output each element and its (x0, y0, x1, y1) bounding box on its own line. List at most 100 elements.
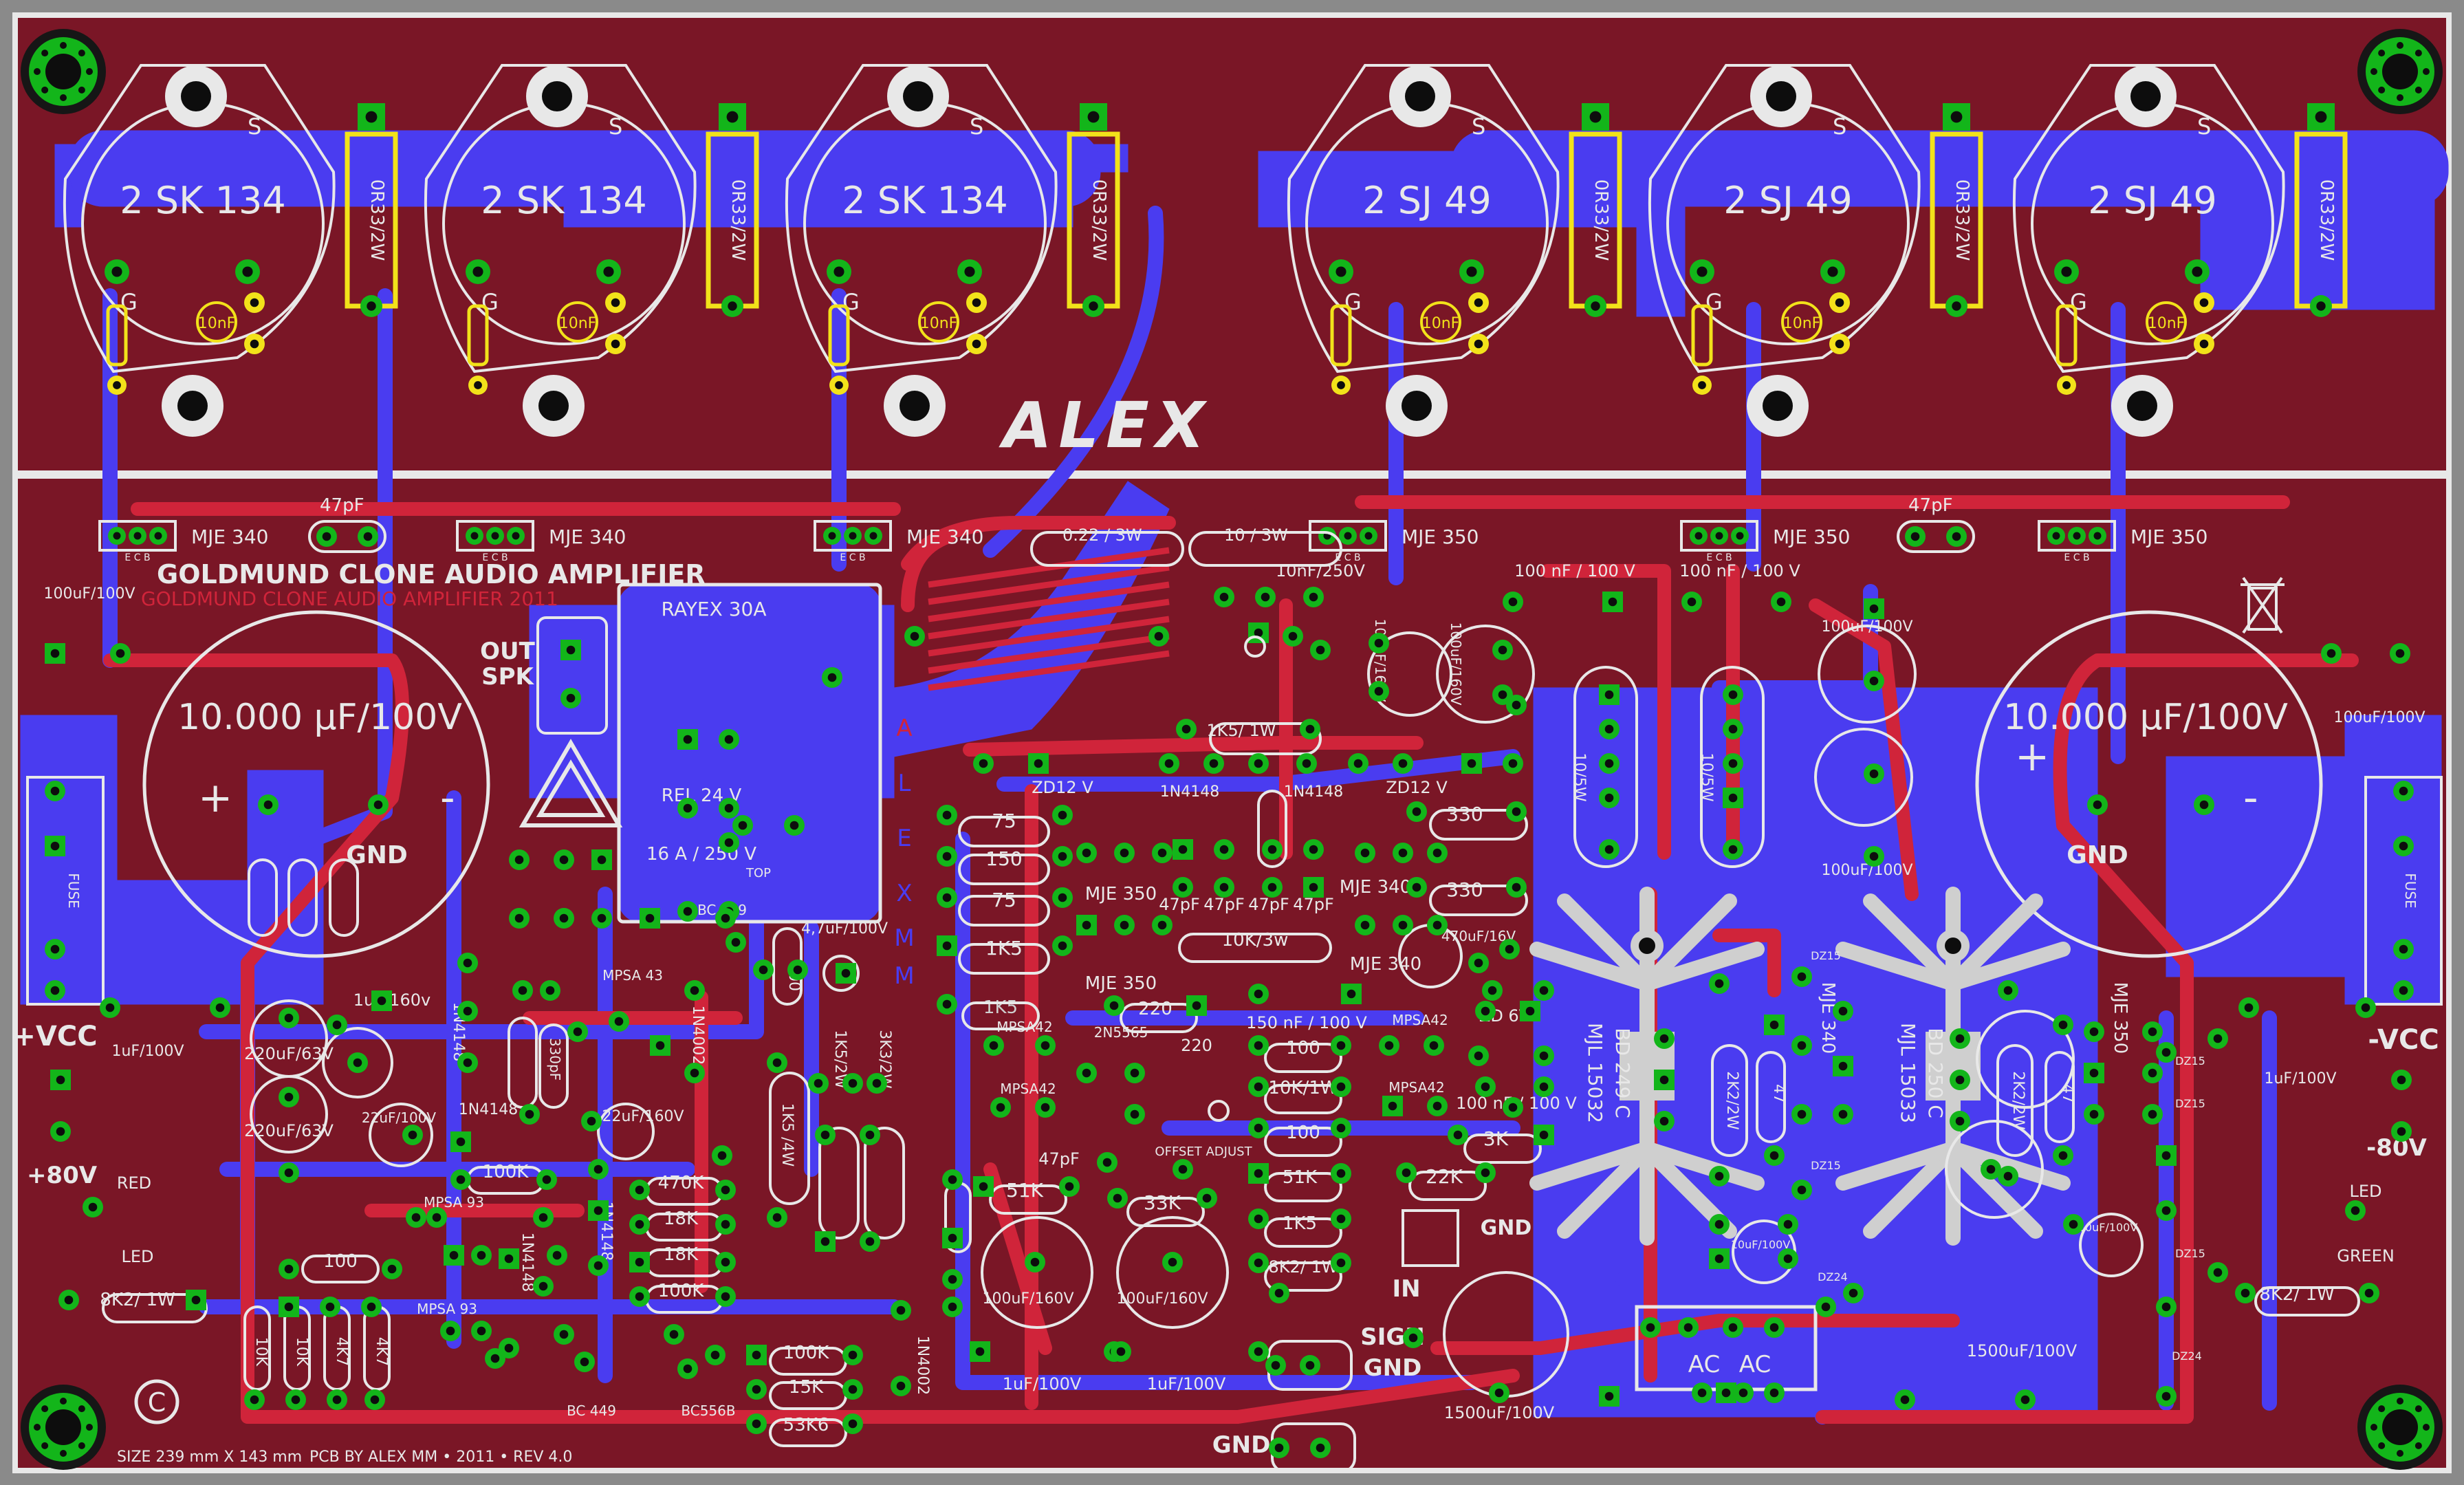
gate-pad (1329, 259, 1353, 284)
pad-319 (1214, 587, 1234, 607)
pad-110 (1379, 1035, 1399, 1056)
capacitor-outline (1367, 631, 1452, 717)
output-coil (928, 547, 1170, 691)
pad-263 (1534, 980, 1554, 1001)
source-resistor-pad-bottom (1082, 295, 1104, 317)
pad-32 (210, 997, 230, 1018)
mje340-low: MJE 340 (1350, 954, 1421, 975)
pad-61 (1348, 753, 1369, 774)
pad-113 (1427, 1096, 1448, 1116)
pad-260 (1864, 846, 1884, 867)
out-label: OUT (480, 638, 536, 665)
cap-pad (316, 526, 337, 547)
pad-187 (767, 1207, 787, 1228)
dz24-b: DZ24 (2172, 1349, 2202, 1363)
resistor-body (1463, 1134, 1542, 1164)
pad-45 (732, 815, 753, 836)
pad-96 (1248, 1118, 1269, 1138)
pad-64 (1176, 719, 1197, 739)
capacitor-outline (981, 1216, 1093, 1329)
source-resistor-pad-top (719, 103, 746, 131)
c4u7: 4,7uF/100V (801, 920, 888, 937)
pad-185 (866, 1073, 887, 1094)
pad-119 (973, 1176, 994, 1197)
pad-203 (588, 1200, 609, 1221)
pad-163 (279, 1008, 299, 1028)
r470k: 470K (658, 1173, 705, 1193)
driver-pad (1710, 527, 1728, 545)
pad-262 (1482, 980, 1503, 1001)
mosfet-gate-mark: G (120, 289, 138, 315)
bottom-copper-layer (20, 130, 2449, 1418)
pad-65 (1300, 719, 1320, 739)
pad-8 (560, 688, 581, 708)
cap-47pf-label: 47pF (320, 495, 364, 516)
source-resistor-label: 0R33/2W (2316, 180, 2337, 261)
pad-148 (942, 1269, 963, 1290)
resistor-body-vertical (248, 858, 278, 937)
pad-112 (1382, 1096, 1403, 1116)
pad-100 (1248, 1208, 1269, 1229)
r10k-v: 10K (293, 1337, 310, 1367)
capacitor-outline (369, 1103, 433, 1167)
bc556: BC556B (681, 1402, 735, 1419)
bd250: BD 250 C (1924, 1028, 1947, 1118)
pad-155 (509, 908, 530, 929)
mosfet-gate-mark: G (481, 289, 499, 315)
cap-pad-2 (244, 334, 265, 354)
r18k-v: 10K (252, 1337, 270, 1367)
pad-158 (457, 953, 478, 973)
resistor-body (1264, 1261, 1342, 1292)
c47pf-b: 47pF (1203, 895, 1245, 914)
capacitor-outline (250, 1075, 328, 1153)
mosfet-gate-mark: G (1344, 289, 1362, 315)
pad-247 (1599, 753, 1620, 774)
pad-120 (1059, 1176, 1080, 1197)
r-022-label: 0.22 / 3W (1062, 525, 1142, 545)
right-upper-plane (2200, 171, 2435, 310)
cap-10nf-label: 10nF (2148, 315, 2185, 332)
n-channel-bus (68, 130, 1101, 207)
pad-25 (83, 1197, 103, 1217)
pad-14 (45, 836, 65, 856)
source-resistor-pad-bottom (2310, 295, 2332, 317)
bigcap-right: 10.000 µF/100V + - GND (1975, 610, 2323, 958)
cap-pad (966, 292, 987, 313)
pad-290 (2142, 1063, 2163, 1083)
cap-pad-2 (966, 334, 987, 354)
pad-15 (45, 939, 65, 960)
capacitor-outline (1818, 625, 1917, 724)
pad-52 (1052, 846, 1073, 867)
resistor-body (958, 895, 1050, 926)
pad-277 (1791, 1104, 1812, 1125)
pad-55 (973, 753, 994, 774)
pad-154 (591, 849, 612, 870)
cap-10nf-label: 10nF (198, 315, 236, 332)
pad-34 (2355, 997, 2376, 1018)
pad-104 (1248, 984, 1269, 1004)
pad-271 (1709, 973, 1730, 994)
pad-59 (1248, 753, 1269, 774)
pad-221 (285, 1389, 306, 1410)
pad-176 (684, 980, 705, 1001)
p-channel-arc (1258, 151, 2435, 317)
drain-pad (235, 259, 260, 284)
pad-320 (1255, 587, 1276, 607)
bd249: BD 249 C (1611, 1028, 1634, 1118)
pad-69 (1506, 877, 1527, 898)
driver-pad (1731, 527, 1749, 545)
pad-222 (327, 1389, 347, 1410)
d-1n4148-v2: 1N4148 (519, 1233, 536, 1292)
pad-202 (588, 1159, 609, 1180)
cap-pad (2194, 292, 2214, 313)
pad-28 (186, 1290, 206, 1310)
gate-resistor-pad (2057, 376, 2076, 395)
r330-b: 330 (1446, 878, 1483, 901)
capacitor-outline (1116, 1216, 1229, 1329)
c1u100-b: 1uF/100V (1147, 1374, 1226, 1394)
mount-hole-3 (21, 1385, 106, 1470)
pad-90 (1104, 995, 1124, 1016)
pad-108 (990, 1097, 1011, 1118)
